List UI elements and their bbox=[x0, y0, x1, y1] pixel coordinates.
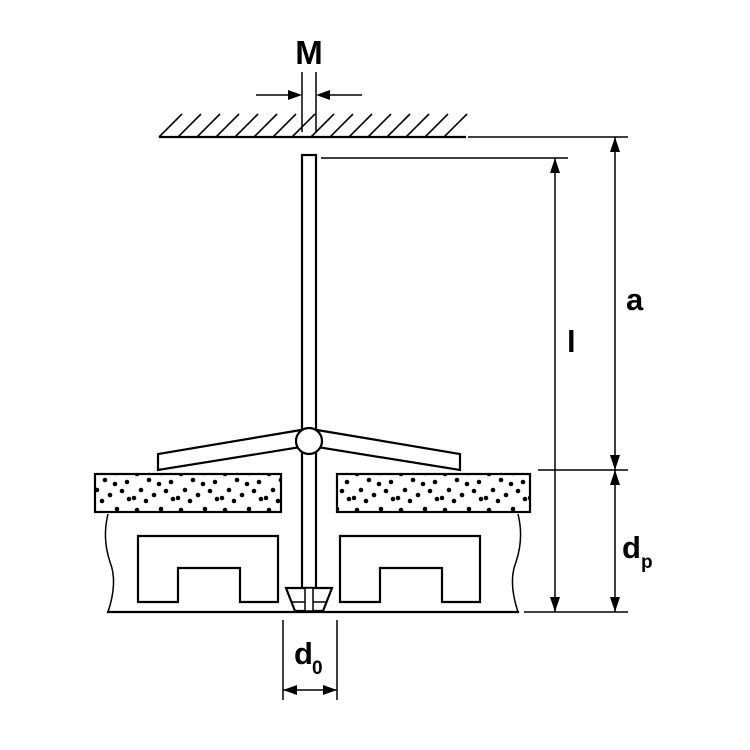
break-line-right bbox=[511, 513, 522, 613]
profile-left bbox=[136, 534, 280, 604]
dp-dimension: d p bbox=[610, 470, 653, 612]
dimension-dp-label: d bbox=[622, 530, 641, 565]
board-panel-left bbox=[93, 472, 283, 514]
d0-dimension: d 0 bbox=[282, 620, 338, 700]
thread-size-label: M bbox=[295, 34, 323, 71]
screw-slot bbox=[304, 587, 314, 612]
anchor-rod bbox=[300, 153, 318, 590]
toggle-wing-left bbox=[156, 428, 303, 472]
toggle-pivot bbox=[294, 426, 324, 456]
screw-head bbox=[284, 586, 334, 613]
dimension-l-label: l bbox=[567, 324, 576, 359]
m-dimension: M bbox=[256, 34, 362, 132]
a-dimension: a bbox=[468, 136, 644, 471]
l-dimension: l bbox=[321, 157, 628, 613]
board-panel-right bbox=[335, 472, 532, 514]
profile-right bbox=[338, 534, 482, 604]
break-line-left bbox=[104, 513, 115, 613]
ceiling-hatching bbox=[158, 113, 468, 139]
toggle-wing-right bbox=[315, 428, 462, 472]
substructure bbox=[104, 513, 522, 614]
dimension-dp-subscript: p bbox=[641, 552, 653, 573]
dimension-a-label: a bbox=[626, 282, 644, 317]
toggle-wings bbox=[156, 426, 462, 472]
board-panel bbox=[93, 472, 532, 514]
dimension-d0-label: d bbox=[294, 636, 313, 671]
dimension-d0-subscript: 0 bbox=[312, 658, 323, 679]
